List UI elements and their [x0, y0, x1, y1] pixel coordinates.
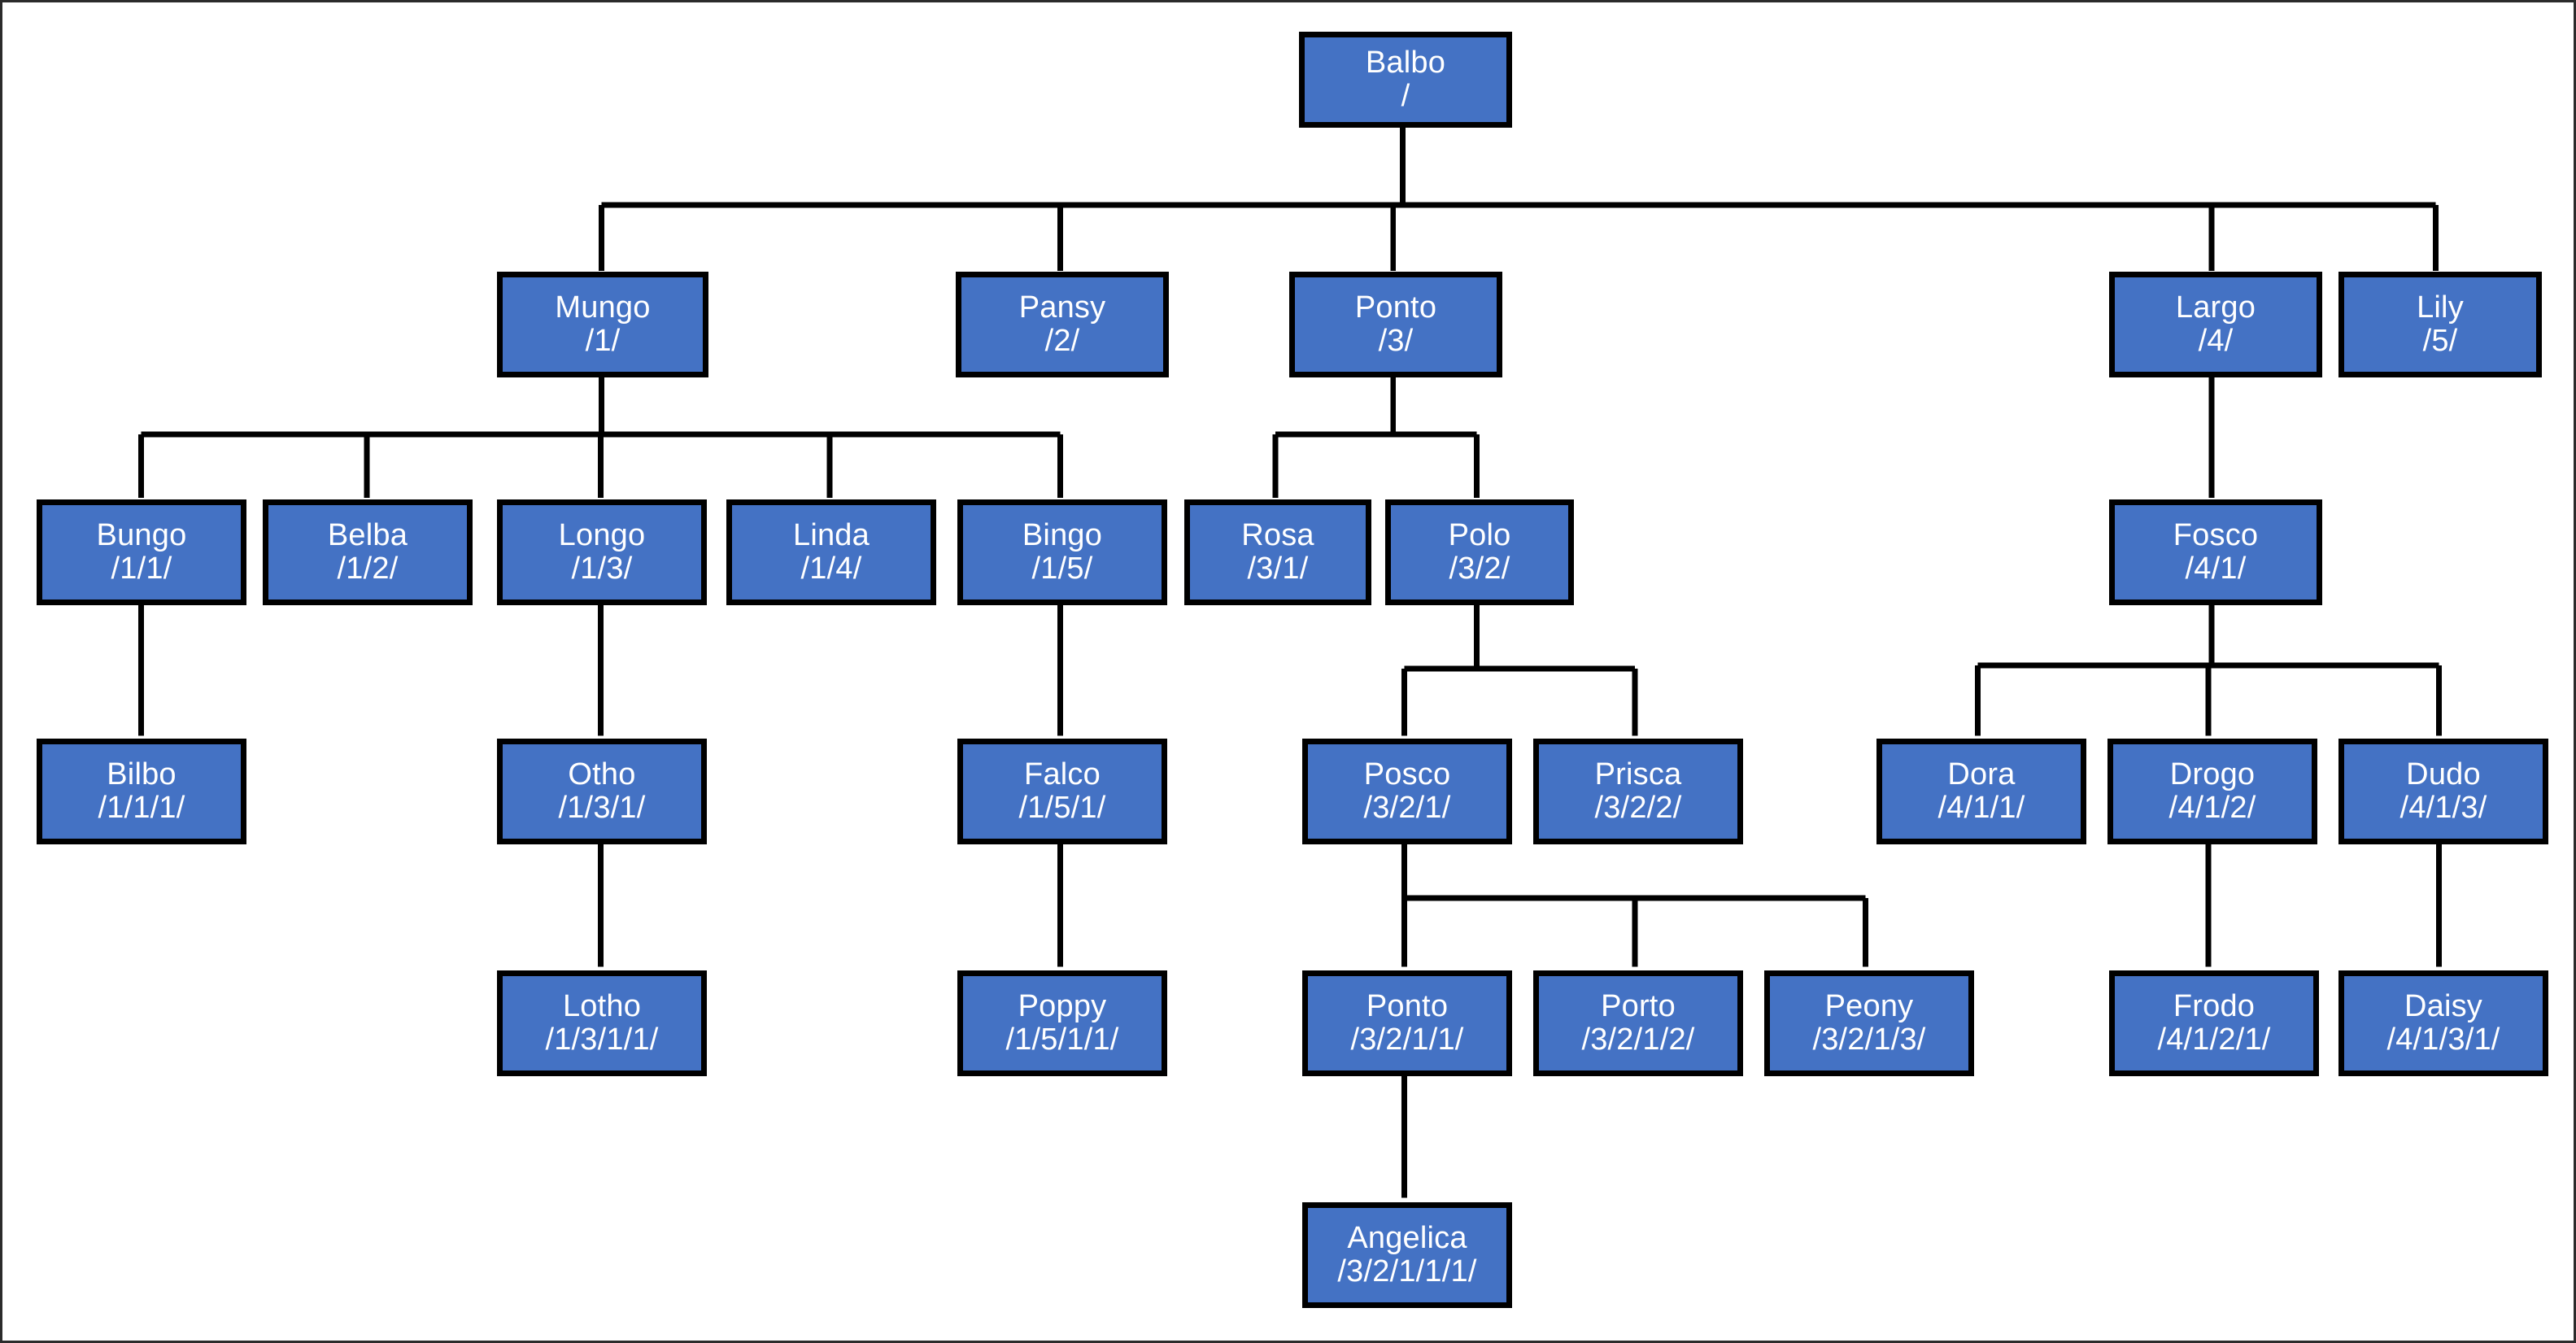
tree-node-balbo[interactable]: Balbo/ — [1299, 32, 1512, 128]
tree-node-falco[interactable]: Falco/1/5/1/ — [957, 739, 1167, 844]
node-path: /1/3/ — [571, 552, 633, 586]
node-name: Longo — [558, 517, 646, 552]
node-path: /3/2/1/1/ — [1350, 1023, 1464, 1057]
tree-node-bungo[interactable]: Bungo/1/1/ — [37, 499, 246, 605]
node-path: /1/5/1/ — [1018, 791, 1106, 825]
node-path: /3/2/1/3/ — [1812, 1023, 1926, 1057]
tree-node-angelica[interactable]: Angelica/3/2/1/1/1/ — [1302, 1202, 1512, 1308]
tree-node-pansy[interactable]: Pansy/2/ — [956, 272, 1169, 377]
node-path: /4/1/3/ — [2399, 791, 2487, 825]
tree-node-longo[interactable]: Longo/1/3/ — [497, 499, 707, 605]
tree-node-fosco[interactable]: Fosco/4/1/ — [2109, 499, 2322, 605]
node-name: Dudo — [2406, 757, 2481, 791]
node-name: Posco — [1363, 757, 1451, 791]
node-path: /3/1/ — [1247, 552, 1309, 586]
tree-node-lotho[interactable]: Lotho/1/3/1/1/ — [497, 970, 707, 1076]
tree-node-largo[interactable]: Largo/4/ — [2109, 272, 2322, 377]
node-path: /3/2/1/1/1/ — [1337, 1254, 1477, 1288]
tree-node-porto[interactable]: Porto/3/2/1/2/ — [1533, 970, 1743, 1076]
tree-node-linda[interactable]: Linda/1/4/ — [726, 499, 936, 605]
tree-node-ponto2[interactable]: Ponto/3/2/1/1/ — [1302, 970, 1512, 1076]
node-name: Poppy — [1018, 988, 1107, 1023]
node-path: /5/ — [2422, 324, 2458, 358]
tree-node-bilbo[interactable]: Bilbo/1/1/1/ — [37, 739, 246, 844]
node-name: Falco — [1024, 757, 1101, 791]
node-path: /4/1/1/ — [1937, 791, 2025, 825]
node-name: Mungo — [555, 290, 651, 325]
node-name: Rosa — [1241, 517, 1314, 552]
node-path: /1/1/ — [111, 552, 172, 586]
node-name: Porto — [1601, 988, 1676, 1023]
node-name: Ponto — [1366, 988, 1449, 1023]
tree-node-frodo[interactable]: Frodo/4/1/2/1/ — [2109, 970, 2319, 1076]
tree-node-dudo[interactable]: Dudo/4/1/3/ — [2338, 739, 2548, 844]
node-name: Linda — [793, 517, 870, 552]
node-path: /1/3/1/ — [558, 791, 646, 825]
tree-node-polo[interactable]: Polo/3/2/ — [1385, 499, 1574, 605]
node-name: Bilbo — [107, 757, 177, 791]
node-path: /1/5/1/1/ — [1005, 1023, 1119, 1057]
node-path: /1/4/ — [800, 552, 862, 586]
tree-node-dora[interactable]: Dora/4/1/1/ — [1876, 739, 2086, 844]
node-name: Polo — [1448, 517, 1511, 552]
node-path: /1/5/ — [1031, 552, 1093, 586]
node-name: Lotho — [562, 988, 642, 1023]
node-name: Largo — [2175, 290, 2256, 325]
node-path: /4/1/3/1/ — [2386, 1023, 2500, 1057]
tree-node-poppy[interactable]: Poppy/1/5/1/1/ — [957, 970, 1167, 1076]
node-path: /1/3/1/1/ — [545, 1023, 659, 1057]
node-path: /4/1/2/1/ — [2157, 1023, 2271, 1057]
tree-node-posco[interactable]: Posco/3/2/1/ — [1302, 739, 1512, 844]
node-path: / — [1401, 79, 1410, 113]
node-path: /4/1/2/ — [2168, 791, 2256, 825]
tree-node-bingo[interactable]: Bingo/1/5/ — [957, 499, 1167, 605]
node-name: Bungo — [96, 517, 187, 552]
tree-node-daisy[interactable]: Daisy/4/1/3/1/ — [2338, 970, 2548, 1076]
tree-node-rosa[interactable]: Rosa/3/1/ — [1184, 499, 1371, 605]
node-name: Drogo — [2169, 757, 2256, 791]
node-name: Angelica — [1347, 1220, 1467, 1255]
node-path: /3/2/1/ — [1363, 791, 1451, 825]
node-name: Frodo — [2173, 988, 2256, 1023]
node-name: Pansy — [1018, 290, 1106, 325]
node-name: Dora — [1947, 757, 2016, 791]
node-path: /3/2/2/ — [1594, 791, 1682, 825]
tree-node-ponto[interactable]: Ponto/3/ — [1289, 272, 1502, 377]
node-path: /2/ — [1044, 324, 1080, 358]
node-name: Bingo — [1022, 517, 1103, 552]
tree-node-lily[interactable]: Lily/5/ — [2338, 272, 2542, 377]
tree-node-prisca[interactable]: Prisca/3/2/2/ — [1533, 739, 1743, 844]
tree-node-otho[interactable]: Otho/1/3/1/ — [497, 739, 707, 844]
node-name: Lily — [2417, 290, 2464, 325]
tree-node-peony[interactable]: Peony/3/2/1/3/ — [1764, 970, 1974, 1076]
node-name: Peony — [1824, 988, 1914, 1023]
node-path: /4/ — [2198, 324, 2234, 358]
tree-node-mungo[interactable]: Mungo/1/ — [497, 272, 708, 377]
node-name: Fosco — [2173, 517, 2259, 552]
node-name: Daisy — [2404, 988, 2483, 1023]
tree-node-drogo[interactable]: Drogo/4/1/2/ — [2107, 739, 2317, 844]
node-path: /1/2/ — [337, 552, 399, 586]
node-name: Belba — [327, 517, 408, 552]
node-path: /1/ — [585, 324, 621, 358]
node-path: /3/2/ — [1449, 552, 1510, 586]
node-path: /1/1/1/ — [98, 791, 185, 825]
node-path: /3/ — [1378, 324, 1414, 358]
node-name: Otho — [568, 757, 636, 791]
node-name: Ponto — [1354, 290, 1437, 325]
node-name: Prisca — [1594, 757, 1682, 791]
node-path: /3/2/1/2/ — [1581, 1023, 1695, 1057]
node-path: /4/1/ — [2185, 552, 2247, 586]
tree-node-belba[interactable]: Belba/1/2/ — [263, 499, 473, 605]
node-name: Balbo — [1365, 45, 1446, 80]
